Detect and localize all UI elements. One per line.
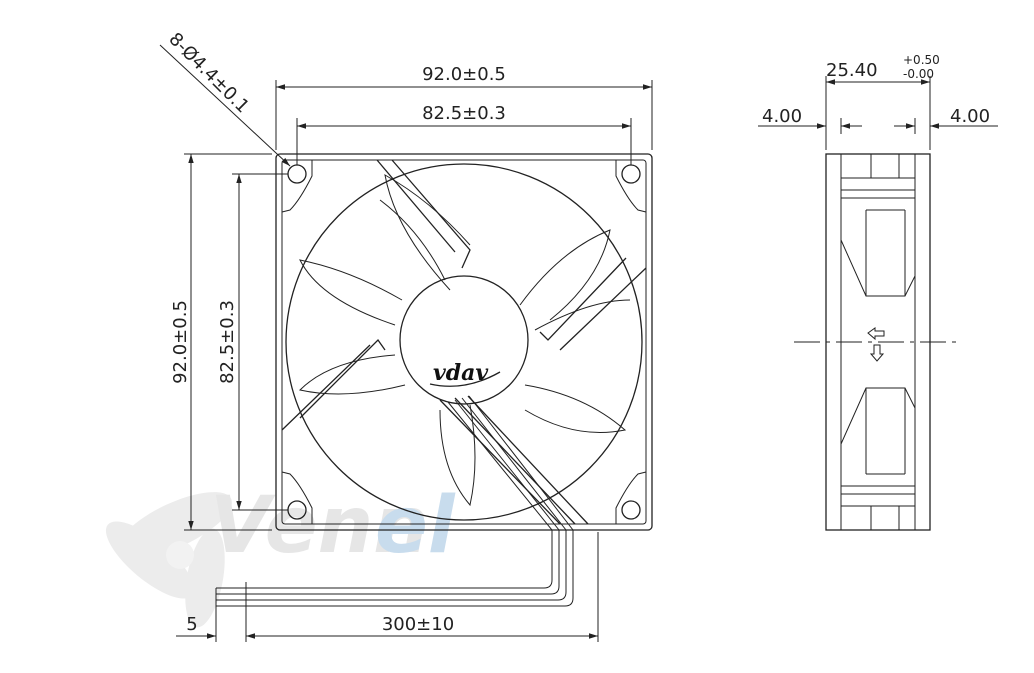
mounting-hole <box>621 500 641 520</box>
side-view <box>794 153 958 531</box>
dim-width-pitch: 82.5±0.3 <box>422 103 506 124</box>
dim-left-flange: 4.00 <box>762 106 802 127</box>
frame-spokes <box>281 159 647 525</box>
front-view: vdav <box>215 153 653 607</box>
lead-dimensions: 5 300±10 <box>176 532 599 642</box>
side-strut-lower <box>840 387 916 530</box>
venturi-ring <box>285 163 643 521</box>
dim-height-pitch: 82.5±0.3 <box>217 300 238 384</box>
hub-logo: vdav <box>433 360 488 386</box>
hole-leader-line <box>159 44 291 167</box>
front-dimensions: 92.0±0.5 82.5±0.3 92.0±0.5 82.5±0.3 8-Ø4… <box>159 29 653 531</box>
hub-logo-swoosh <box>429 371 501 387</box>
watermark-fan-icon <box>105 492 232 628</box>
watermark-text-blue: el <box>375 481 456 571</box>
dim-thickness: 25.40 <box>826 60 878 81</box>
dim-thickness-tol-upper: +0.50 <box>903 53 940 67</box>
dim-thickness-tol-lower: -0.00 <box>903 67 934 81</box>
dim-lead-length: 300±10 <box>382 614 454 635</box>
hub <box>399 275 529 405</box>
watermark-text-gray: Venn <box>210 481 429 571</box>
fan-frame-inner <box>281 159 647 525</box>
dim-strip-length: 5 <box>186 614 197 635</box>
side-dimensions: 25.40 +0.50 -0.00 4.00 4.00 <box>758 53 998 150</box>
fan-frame-outline <box>275 153 653 531</box>
mounting-hole <box>621 164 641 184</box>
frame-corners <box>281 160 647 524</box>
watermark: Venn el <box>105 481 456 628</box>
fan-blades <box>299 174 631 507</box>
lead-wires <box>215 395 574 607</box>
mounting-hole <box>287 164 307 184</box>
dim-right-flange: 4.00 <box>950 106 990 127</box>
mounting-holes <box>287 164 641 520</box>
airflow-direction-icon <box>867 327 885 341</box>
dim-height-overall: 92.0±0.5 <box>170 300 191 384</box>
rotation-direction-icon <box>869 344 885 362</box>
dim-mounting-holes: 8-Ø4.4±0.1 <box>164 29 253 118</box>
dim-width-overall: 92.0±0.5 <box>422 64 506 85</box>
side-strut-upper <box>840 154 916 297</box>
